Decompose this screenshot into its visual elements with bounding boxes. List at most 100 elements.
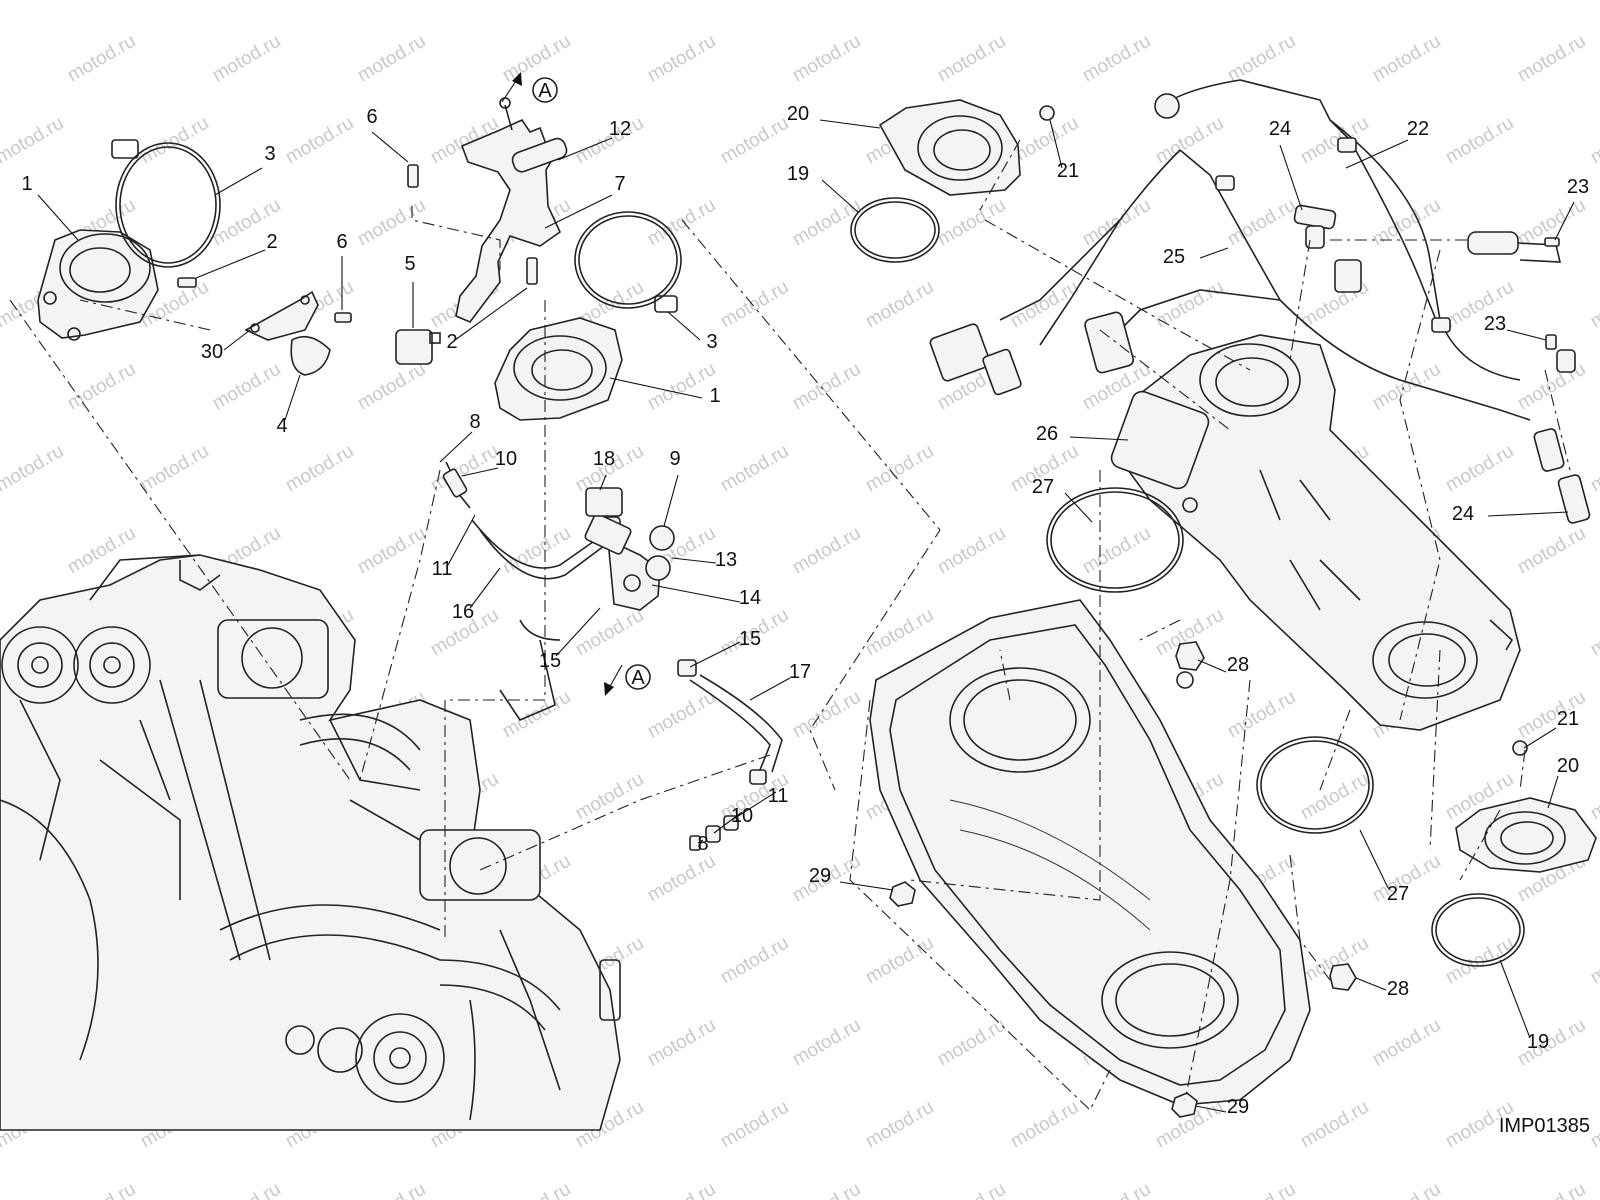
watermark: motod.ru — [644, 1179, 719, 1200]
callout-30: 30 — [201, 341, 223, 363]
throttle-body-assembly — [1110, 334, 1521, 731]
callout-2: 2 — [266, 231, 277, 253]
watermark: motod.ru — [1587, 0, 1600, 4]
watermark: motod.ru — [862, 933, 937, 989]
watermark: motod.ru — [64, 523, 139, 579]
o-rings — [850, 197, 1525, 967]
callout-21: 21 — [1057, 160, 1079, 182]
watermark: motod.ru — [1079, 31, 1154, 87]
watermark: motod.ru — [717, 933, 792, 989]
watermark: motod.ru — [572, 769, 647, 825]
callout-1: 1 — [709, 385, 720, 407]
callout-25: 25 — [1163, 246, 1185, 268]
watermark: motod.ru — [1587, 933, 1600, 989]
callout-20: 20 — [1557, 755, 1579, 777]
watermark: motod.ru — [499, 1179, 574, 1200]
watermark: motod.ru — [282, 441, 357, 497]
callout-7: 7 — [614, 173, 625, 195]
callout-10: 10 — [731, 805, 753, 827]
watermark: motod.ru — [934, 31, 1009, 87]
watermark: motod.ru — [1152, 0, 1227, 4]
watermark: motod.ru — [64, 31, 139, 87]
watermark: motod.ru — [1514, 1015, 1589, 1071]
watermark: motod.ru — [1587, 441, 1600, 497]
watermark: motod.ru — [1369, 1179, 1444, 1200]
callout-20: 20 — [787, 103, 809, 125]
airbox — [869, 599, 1311, 1106]
watermark: motod.ru — [354, 523, 429, 579]
watermark: motod.ru — [862, 1097, 937, 1153]
watermark: motod.ru — [1297, 769, 1372, 825]
sensor-5 — [395, 329, 441, 365]
watermark: motod.ru — [1514, 31, 1589, 87]
callout-5: 5 — [404, 253, 415, 275]
callout-24: 24 — [1452, 503, 1474, 525]
callout-18: 18 — [593, 448, 615, 470]
watermark: motod.ru — [1369, 195, 1444, 251]
callout-23: 23 — [1484, 313, 1506, 335]
callout-16: 16 — [452, 601, 474, 623]
watermark: motod.ru — [1007, 1097, 1082, 1153]
watermark: motod.ru — [1007, 0, 1082, 4]
watermark: motod.ru — [644, 851, 719, 907]
watermark: motod.ru — [1297, 0, 1372, 4]
vacuum-hose-assembly — [442, 461, 783, 851]
watermark: motod.ru — [1587, 277, 1600, 333]
callout-29: 29 — [1227, 1096, 1249, 1118]
callout-21: 21 — [1557, 708, 1579, 730]
watermark: motod.ru — [499, 31, 574, 87]
watermark: motod.ru — [209, 1179, 284, 1200]
watermark: motod.ru — [644, 31, 719, 87]
callout-22: 22 — [1407, 118, 1429, 140]
callout-3: 3 — [706, 331, 717, 353]
watermark: motod.ru — [717, 1097, 792, 1153]
watermark: motod.ru — [1442, 441, 1517, 497]
watermark: motod.ru — [1514, 1179, 1589, 1200]
callout-17: 17 — [789, 661, 811, 683]
watermark: motod.ru — [1442, 0, 1517, 4]
watermark: motod.ru — [934, 1179, 1009, 1200]
callout-4: 4 — [276, 415, 287, 437]
assembly-lines — [9, 139, 1571, 1111]
callout-12: 12 — [609, 118, 631, 140]
watermark: motod.ru — [282, 113, 357, 169]
watermark: motod.ru — [1369, 359, 1444, 415]
watermark: motod.ru — [1152, 277, 1227, 333]
callout-15: 15 — [739, 628, 761, 650]
callout-8: 8 — [469, 411, 480, 433]
callout-1: 1 — [21, 173, 32, 195]
watermark: motod.ru — [789, 195, 864, 251]
wiring-harness — [929, 79, 1531, 421]
callout-27: 27 — [1032, 476, 1054, 498]
watermark: motod.ru — [862, 0, 937, 4]
watermark: motod.ru — [644, 687, 719, 743]
watermark: motod.ru — [789, 359, 864, 415]
watermark: motod.ru — [137, 0, 212, 4]
watermark: motod.ru — [499, 687, 574, 743]
watermark: motod.ru — [0, 0, 67, 4]
bracket-7-12 — [455, 97, 568, 323]
watermark: motod.ru — [1224, 687, 1299, 743]
reference-marker-bottom: A — [604, 664, 651, 696]
watermark: motod.ru — [354, 195, 429, 251]
callout-3: 3 — [264, 143, 275, 165]
watermark: motod.ru — [64, 1179, 139, 1200]
watermark: motod.ru — [1224, 1179, 1299, 1200]
callout-19: 19 — [1527, 1031, 1549, 1053]
watermark: motod.ru — [789, 1015, 864, 1071]
drawing-code: IMP01385 — [1499, 1115, 1590, 1137]
callout-6: 6 — [366, 106, 377, 128]
watermark: motod.ru — [1369, 1015, 1444, 1071]
watermark: motod.ru — [789, 687, 864, 743]
watermark: motod.ru — [862, 277, 937, 333]
callout-29: 29 — [809, 865, 831, 887]
watermark: motod.ru — [282, 0, 357, 4]
watermark: motod.ru — [644, 359, 719, 415]
watermark: motod.ru — [137, 441, 212, 497]
watermark: motod.ru — [1514, 359, 1589, 415]
watermark: motod.ru — [209, 359, 284, 415]
watermark: motod.ru — [0, 113, 67, 169]
callout-6: 6 — [336, 231, 347, 253]
watermark: motod.ru — [934, 1015, 1009, 1071]
